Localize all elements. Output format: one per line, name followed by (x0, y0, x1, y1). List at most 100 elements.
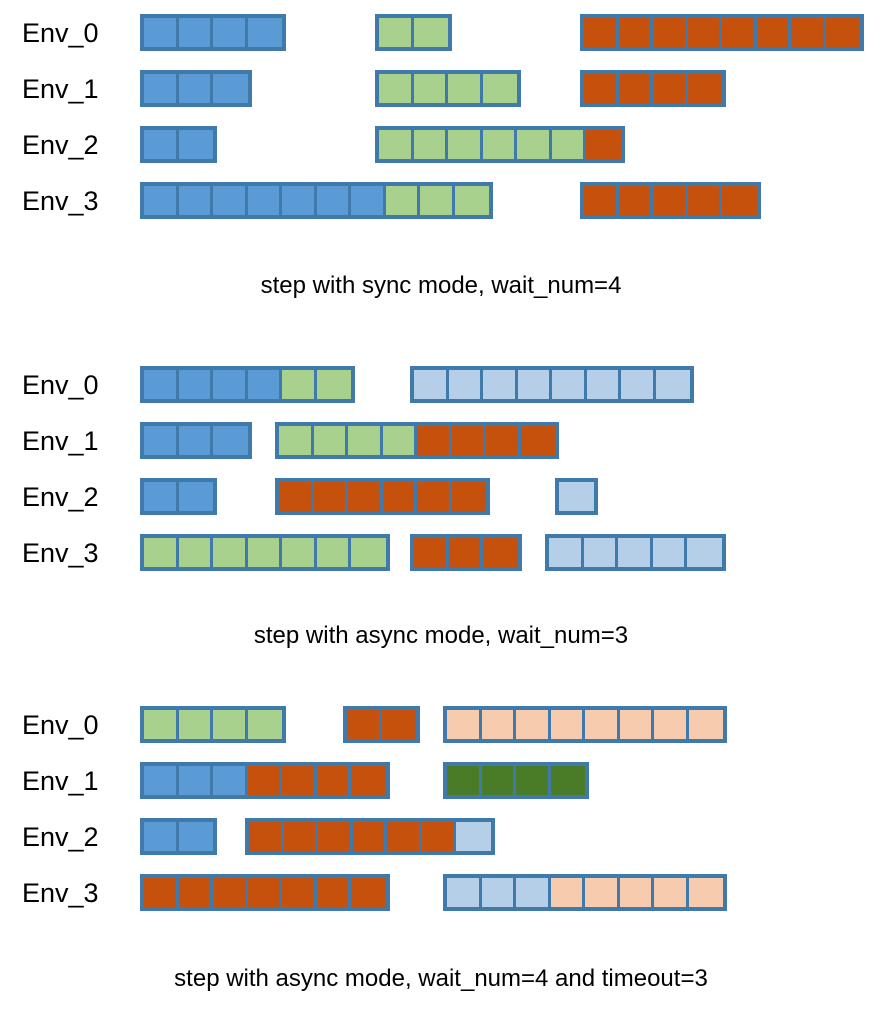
step-cell-green (351, 538, 386, 567)
step-cell-orange (653, 186, 688, 215)
step-block (580, 70, 726, 107)
step-cell-orange (791, 18, 826, 47)
step-cell-lightblue (517, 370, 552, 399)
step-cell-orange (722, 186, 757, 215)
step-cell-lightorange (688, 878, 723, 907)
panel-caption: step with sync mode, wait_num=4 (260, 272, 622, 299)
step-cell-lightblue (481, 878, 516, 907)
row-label: Env_2 (22, 130, 99, 160)
step-cell-darkgreen (550, 766, 585, 795)
step-block (443, 762, 589, 799)
step-cell-blue (351, 186, 386, 215)
step-cell-green (282, 370, 317, 399)
env-row: Env_3 (0, 874, 882, 912)
row-label: Env_3 (22, 878, 99, 908)
step-block (443, 874, 727, 911)
step-cell-orange (722, 18, 757, 47)
step-block (275, 422, 559, 459)
step-cell-blue (144, 766, 179, 795)
step-cell-orange (483, 538, 518, 567)
step-cell-lightorange (585, 878, 620, 907)
step-cell-orange (316, 878, 351, 907)
step-cell-green (482, 74, 517, 103)
step-cell-blue (178, 18, 213, 47)
step-cell-lightorange (447, 710, 482, 739)
env-row: Env_0 (0, 706, 882, 744)
step-cell-blue (213, 766, 248, 795)
step-cell-orange (825, 18, 860, 47)
env-row: Env_2 (0, 126, 882, 164)
step-cell-orange (279, 482, 314, 511)
step-cell-green (316, 538, 351, 567)
step-cell-orange (347, 710, 382, 739)
step-cell-green (551, 130, 586, 159)
step-cell-green (144, 710, 179, 739)
step-cell-orange (421, 822, 456, 851)
step-cell-green (213, 710, 248, 739)
step-cell-orange (653, 74, 688, 103)
step-cell-orange (318, 822, 353, 851)
step-cell-darkgreen (481, 766, 516, 795)
step-cell-orange (687, 18, 722, 47)
step-cell-orange (584, 74, 619, 103)
step-block (140, 14, 286, 51)
step-cell-lightorange (481, 710, 516, 739)
step-cell-blue (247, 18, 282, 47)
step-block (545, 534, 726, 571)
step-cell-lightblue (448, 370, 483, 399)
step-cell-orange (451, 426, 486, 455)
step-cell-lightorange (654, 878, 689, 907)
step-block (443, 706, 727, 743)
step-cell-green (420, 186, 455, 215)
step-cell-green (413, 74, 448, 103)
step-cell-orange (381, 710, 416, 739)
step-cell-blue (144, 130, 179, 159)
step-block (140, 478, 217, 515)
step-block (580, 182, 761, 219)
row-label: Env_1 (22, 426, 99, 456)
step-block (140, 182, 493, 219)
step-cell-green (454, 186, 489, 215)
step-cell-green (247, 710, 282, 739)
step-cell-green (247, 538, 282, 567)
step-cell-green (385, 186, 420, 215)
step-cell-blue (178, 822, 213, 851)
step-cell-orange (351, 878, 386, 907)
step-cell-blue (247, 186, 282, 215)
step-cell-orange (756, 18, 791, 47)
step-cell-orange (247, 766, 282, 795)
step-cell-blue (247, 370, 282, 399)
env-row: Env_2 (0, 818, 882, 856)
step-cell-orange (283, 822, 318, 851)
step-cell-lightblue (414, 370, 449, 399)
step-cell-lightblue (456, 822, 491, 851)
step-cell-orange (144, 878, 179, 907)
step-cell-orange (382, 482, 417, 511)
step-cell-lightblue (618, 538, 653, 567)
step-cell-lightblue (655, 370, 690, 399)
step-cell-green (413, 18, 448, 47)
step-cell-green (379, 18, 414, 47)
env-row: Env_0 (0, 366, 882, 404)
step-cell-orange (249, 822, 284, 851)
step-cell-lightorange (619, 878, 654, 907)
step-cell-blue (178, 766, 213, 795)
step-cell-green (379, 74, 414, 103)
step-cell-orange (348, 482, 383, 511)
step-block (410, 534, 522, 571)
step-block (140, 366, 355, 403)
step-cell-green (379, 130, 414, 159)
step-cell-lightblue (516, 878, 551, 907)
step-cell-lightorange (619, 710, 654, 739)
step-cell-blue (282, 186, 317, 215)
step-cell-orange (351, 766, 386, 795)
step-cell-blue (144, 74, 179, 103)
step-cell-orange (178, 878, 213, 907)
step-block (343, 706, 420, 743)
panel-caption: step with async mode, wait_num=4 and tim… (174, 965, 708, 992)
step-cell-lightblue (483, 370, 518, 399)
step-cell-lightblue (583, 538, 618, 567)
step-cell-green (448, 130, 483, 159)
step-block (140, 70, 252, 107)
step-block (140, 818, 217, 855)
